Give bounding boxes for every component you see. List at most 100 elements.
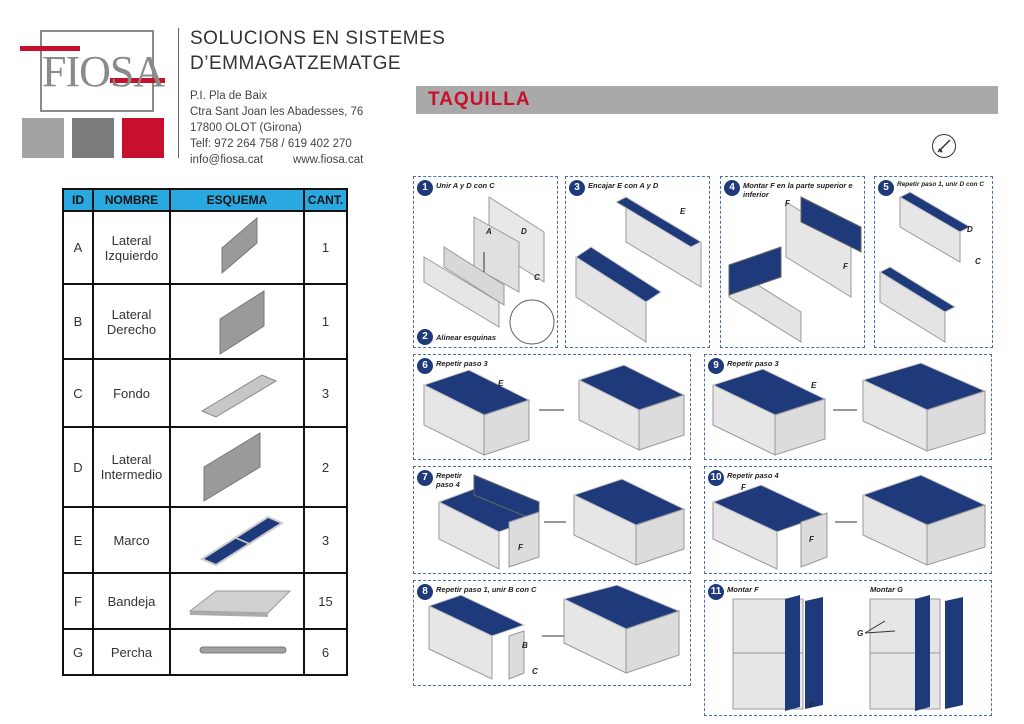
part-qty: 15 [303,572,348,630]
part-name: Lateral Derecho [92,283,171,360]
label-f: F [785,199,790,208]
step-9-panel: 9 Repetir paso 3 E [704,354,992,460]
part-name: Bandeja [92,572,171,630]
email: info@fiosa.cat [190,154,264,166]
part-name: Marco [92,506,171,574]
label-d: D [521,227,527,236]
logo-red-bar [20,46,80,51]
page-title: TAQUILLA [428,89,531,110]
table-row: C Fondo 3 [62,358,348,428]
swatch-dark-grey [72,118,114,158]
screwdriver-icon [932,134,956,158]
label-f: F [518,543,523,552]
part-id: D [62,426,94,508]
part-qty: 6 [303,628,348,676]
step-6-panel: 6 Repetir paso 3 E [413,354,691,460]
step-7-panel: 7 Repetir paso 4 F [413,466,691,574]
tagline-line2: D’EMMAGATZEMATGE [190,53,402,74]
step-caption: Repetir paso 3 [436,359,488,368]
company-address: P.I. Pla de Baix Ctra Sant Joan les Abad… [190,88,363,168]
part-name: Lateral Intermedio [92,426,171,508]
part-id: A [62,210,94,285]
step-number: 11 [708,584,724,600]
table-row: F Bandeja 15 [62,572,348,630]
parts-table: ID NOMBRE ESQUEMA CANT. A Lateral Izquie… [62,188,348,676]
address-line3: 17800 OLOT (Girona) [190,122,302,134]
address-line2: Ctra Sant Joan les Abadesses, 76 [190,106,364,118]
part-id: G [62,628,94,676]
step-caption: Repetir paso 4 [727,471,779,480]
label-g: G [857,629,864,638]
part-diagram [169,426,305,508]
step-1-panel: 1 Unir A y D con C A D C 2 Alinear esqui… [413,176,558,348]
step-number: 10 [708,470,724,486]
label-f: F [741,483,746,492]
part-qty: 1 [303,210,348,285]
part-id: E [62,506,94,574]
step-caption: Unir A y D con C [436,181,495,190]
step-caption: Repetir paso 1, unir B con C [436,585,537,594]
part-diagram [169,572,305,630]
part-name: Fondo [92,358,171,428]
part-id: B [62,283,94,360]
col-scheme: ESQUEMA [169,188,305,212]
step-caption: Repetir paso 1, unir D con C [897,181,985,188]
table-row: B Lateral Derecho 1 [62,283,348,360]
part-qty: 3 [303,506,348,574]
label-f: F [843,262,848,271]
step-5-panel: 5 Repetir paso 1, unir D con C D C [874,176,993,348]
logo-red-bar [110,78,165,83]
company-tagline: SOLUCIONS EN SISTEMES D’EMMAGATZEMATGE [190,26,445,76]
part-diagram [169,210,305,285]
step-caption: Montar F [727,585,759,594]
step-4-panel: 4 Montar F en la parte superior e inferi… [720,176,865,348]
step-caption: Alinear esquinas [436,333,497,342]
title-bar: TAQUILLA [416,86,998,114]
step-caption: Montar G [870,585,903,594]
part-diagram [169,506,305,574]
website: www.fiosa.cat [293,154,364,166]
address-line1: P.I. Pla de Baix [190,90,268,102]
part-diagram [169,283,305,360]
part-qty: 3 [303,358,348,428]
step-number: 4 [724,180,740,196]
label-e: E [811,381,817,390]
step-8-panel: 8 Repetir paso 1, unir B con C B C [413,580,691,686]
fiosa-logo: FIOSA [20,30,170,165]
part-diagram [169,358,305,428]
label-c: C [534,273,540,282]
label-d: D [967,225,973,234]
col-name: NOMBRE [92,188,171,212]
label-b: B [522,641,528,650]
table-row: E Marco 3 [62,506,348,574]
table-row: G Percha 6 [62,628,348,676]
table-row: D Lateral Intermedio 2 [62,426,348,508]
swatch-light-grey [22,118,64,158]
label-f: F [809,535,814,544]
step-10-panel: 10 Repetir paso 4 F F [704,466,992,574]
step-11-panel: 11 Montar F Montar G F G [704,580,992,716]
table-row: A Lateral Izquierdo 1 [62,210,348,285]
tagline-line1: SOLUCIONS EN SISTEMES [190,28,446,49]
label-c: C [975,257,981,266]
col-id: ID [62,188,94,212]
col-qty: CANT. [303,188,348,212]
label-f: F [809,701,814,710]
table-header-row: ID NOMBRE ESQUEMA CANT. [62,188,348,212]
part-name: Percha [92,628,171,676]
step-caption: Montar F en la parte superior e inferior [743,181,853,199]
step-number: 8 [417,584,433,600]
part-id: C [62,358,94,428]
part-diagram [169,628,305,676]
step-number: 7 [417,470,433,486]
part-qty: 2 [303,426,348,508]
step-number: 2 [417,329,433,345]
phone: Telf: 972 264 758 / 619 402 270 [190,138,352,150]
label-e: E [498,379,504,388]
part-name: Lateral Izquierdo [92,210,171,285]
label-a: A [486,227,492,236]
step-caption: Repetir paso 3 [727,359,779,368]
step-number: 6 [417,358,433,374]
logo-frame [40,30,154,112]
part-id: F [62,572,94,630]
